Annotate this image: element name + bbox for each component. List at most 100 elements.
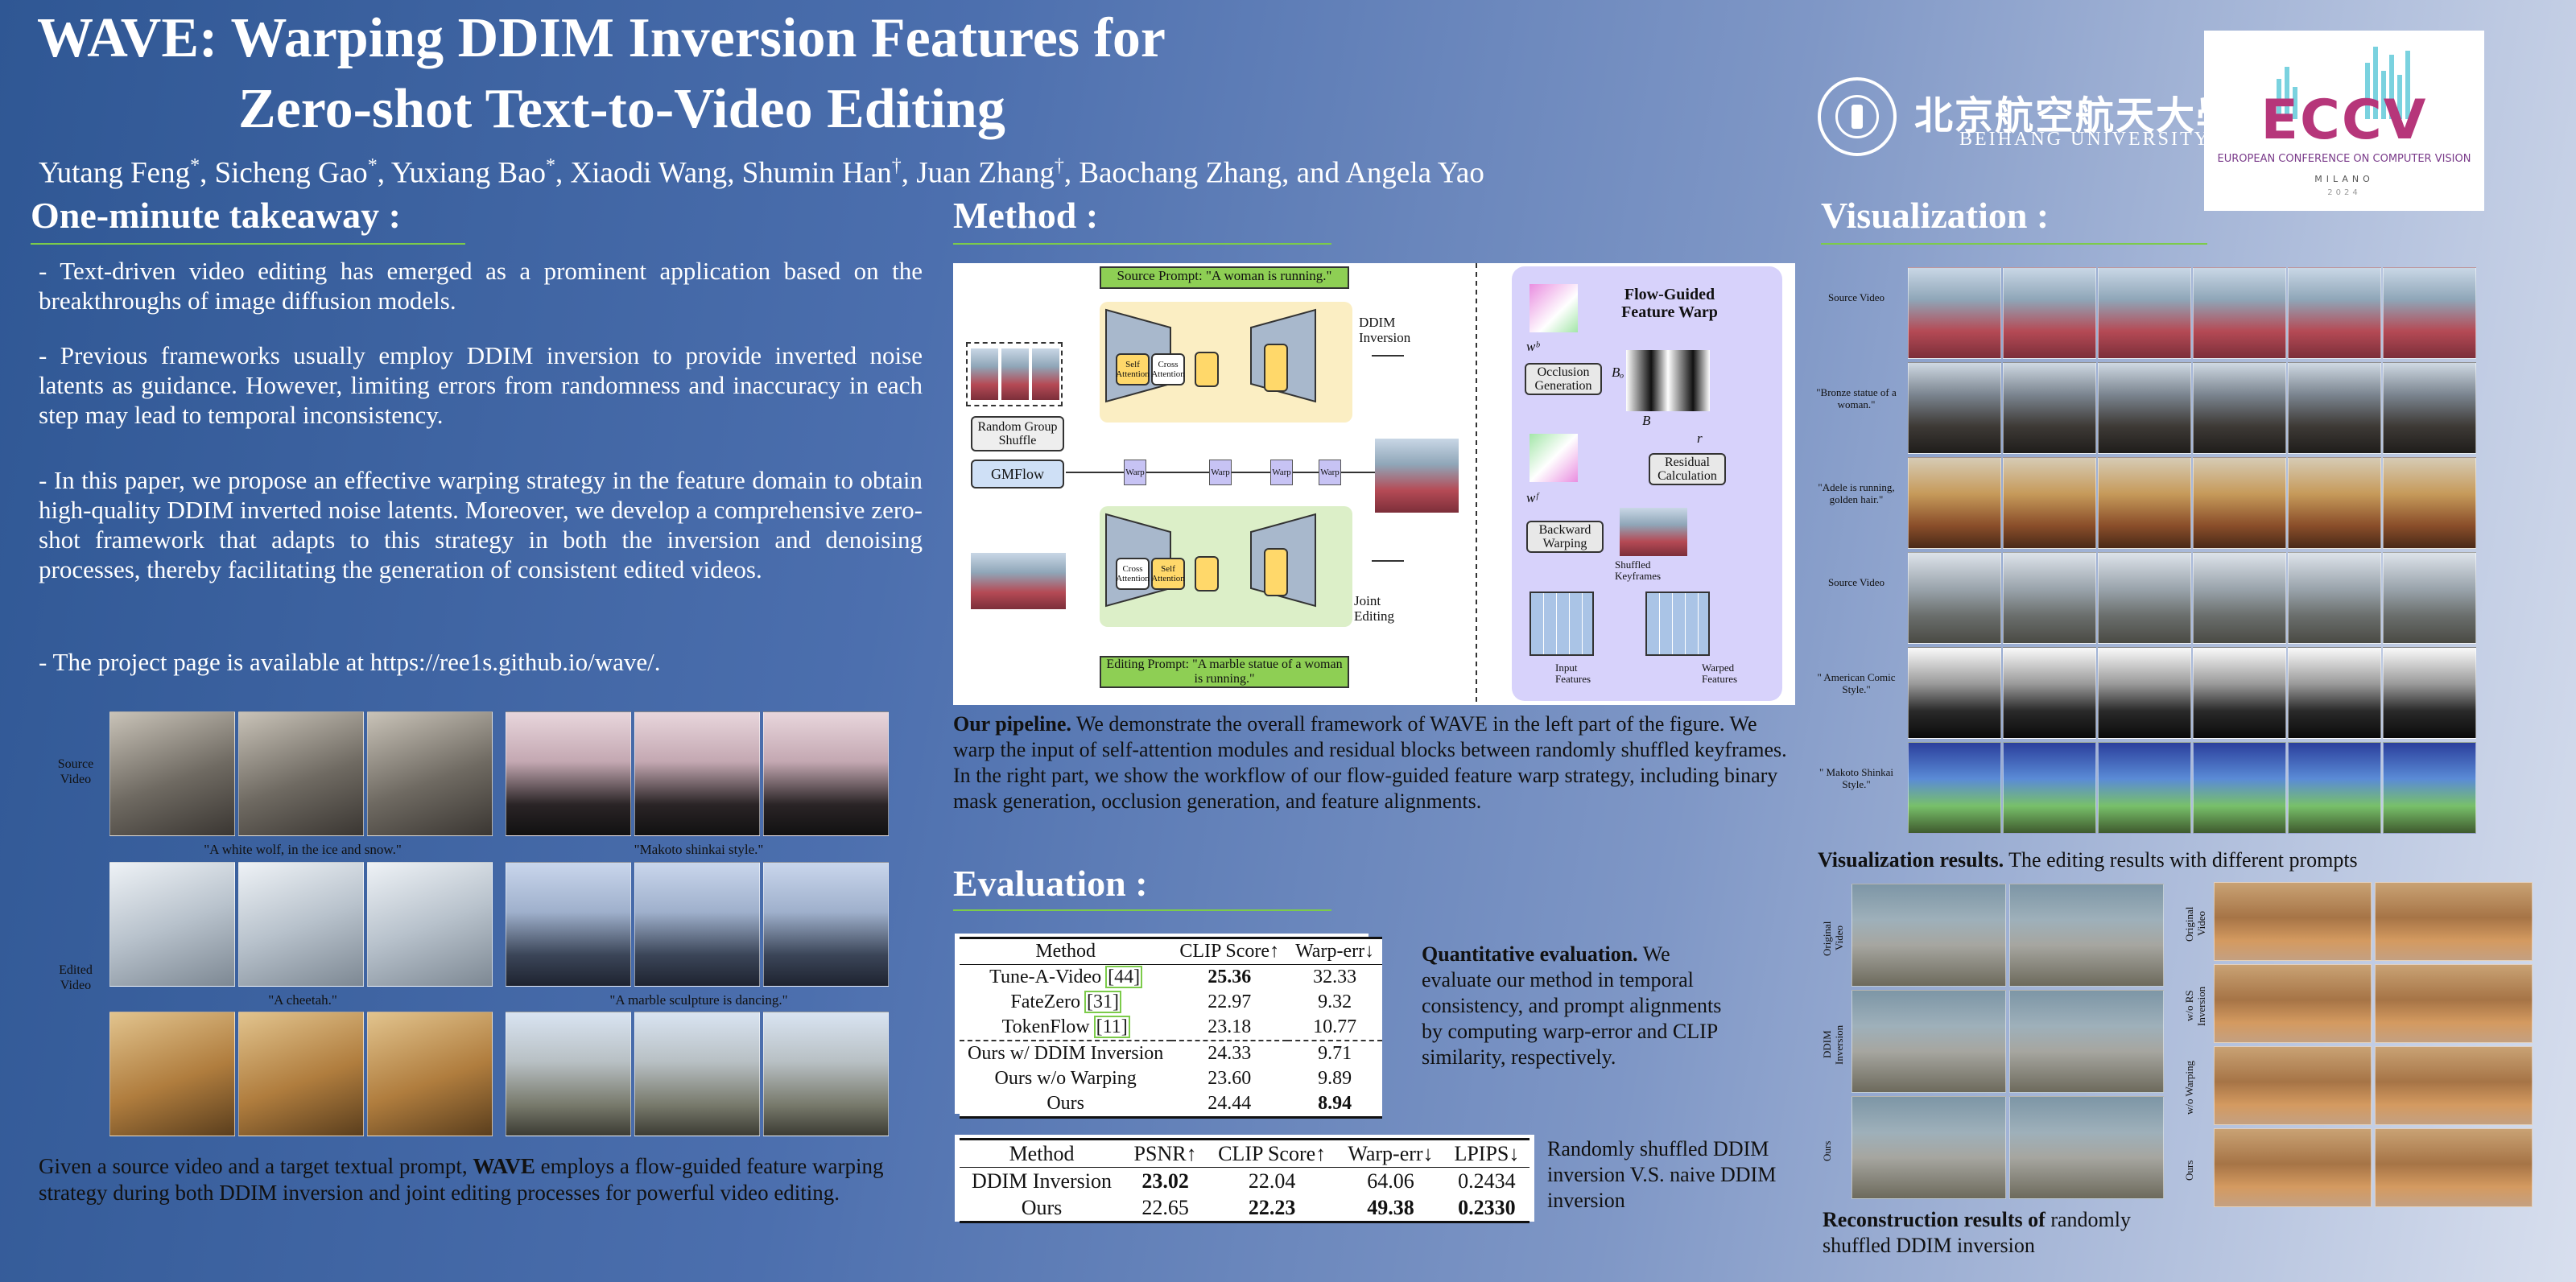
clip-cell: 22.04 [1248, 1169, 1296, 1193]
output-frames [971, 553, 1066, 609]
takeaway-paragraph-3: - In this paper, we propose an effective… [39, 466, 923, 583]
backward-warping-box: Backward Warping [1526, 521, 1604, 553]
teaser-frame [763, 862, 889, 987]
visualization-frame [2098, 552, 2191, 644]
random-group-shuffle-box: Random Group Shuffle [971, 416, 1064, 451]
table-header: LPIPS↓ [1454, 1142, 1520, 1165]
teaser-prompt-marble: "A marble sculpture is dancing." [609, 992, 788, 1008]
citation-link[interactable]: [44] [1105, 966, 1143, 988]
reconstruction-row-label: Ours [1821, 1140, 1833, 1161]
takeaway-rule [31, 243, 465, 245]
method-cell: Ours w/o Warping [994, 1068, 1137, 1089]
editing-prompt-box: Editing Prompt: "A marble statue of a wo… [1100, 656, 1349, 688]
visualization-frame [2003, 742, 2096, 834]
evaluation-rule [953, 909, 1331, 911]
author-list: Yutang Feng*, Sicheng Gao*, Yuxiang Bao*… [39, 155, 1484, 190]
method-cell: Tune-A-Video [44] [989, 966, 1143, 988]
reconstruction-frame [2214, 1046, 2372, 1125]
visualization-frame [2003, 267, 2096, 359]
visualization-frame [2098, 267, 2191, 359]
binary-masks [1626, 350, 1710, 411]
author-mark: † [891, 155, 902, 176]
eccv-year: 2024 [2327, 188, 2361, 197]
warp-cell: 64.06 [1367, 1169, 1414, 1193]
teaser-prompt-shinkai: "Makoto shinkai style." [634, 842, 764, 857]
visualization-frame [2193, 742, 2286, 834]
visualization-frame [2288, 362, 2381, 454]
reconstruction-row-label: Original Video [2183, 906, 2207, 942]
teaser-label-edited: Edited Video [59, 963, 93, 992]
title-line-1: WAVE: Warping DDIM Inversion Features fo… [37, 7, 1166, 69]
visualization-heading: Visualization : [1821, 195, 2050, 236]
method-heading: Method : [953, 195, 1099, 236]
author-name: Baochang Zhang [1079, 156, 1282, 190]
reconstruction-frame [1852, 990, 2006, 1093]
evaluation-heading: Evaluation : [953, 863, 1148, 904]
visualization-row-label: " Makoto Shinkai Style." [1819, 766, 1893, 790]
visualization-frame [2383, 647, 2476, 739]
visualization-frame [2288, 267, 2381, 359]
reconstruction-frame [2009, 884, 2164, 987]
table-header: Warp-err↓ [1348, 1142, 1434, 1165]
resblock-2 [1264, 344, 1288, 392]
warped-features-grid [1645, 592, 1710, 656]
ddim-inversion-label: DDIM Inversion [1359, 315, 1411, 345]
forward-flow-map [1530, 434, 1578, 482]
beihang-name-cn: 北京航空航天大學 [1914, 93, 2237, 138]
table-header: PSNR↑ [1133, 1142, 1197, 1165]
teaser-frame [109, 711, 235, 836]
self-attention-box: Self Attention [1116, 353, 1150, 385]
author-name: Shumin Han [741, 156, 892, 190]
author-name: Xiaodi Wang [570, 156, 728, 190]
visualization-frame [2288, 742, 2381, 834]
clip-score-cell: 24.44 [1208, 1093, 1252, 1114]
reconstruction-frame [2375, 1046, 2533, 1125]
beihang-name-en: BEIHANG UNIVERSITY [1959, 129, 2211, 150]
teaser-frame [367, 711, 493, 836]
clip-score-cell: 24.33 [1171, 1040, 1288, 1066]
author-name: Sicheng Gao [214, 156, 368, 190]
method-cell: TokenFlow [11] [1001, 1016, 1130, 1038]
visualization-frame [2098, 362, 2191, 454]
warp-block-4: Warp [1319, 460, 1341, 485]
reconstruction-row-label: Original Video [1821, 921, 1845, 956]
citation-link[interactable]: [31] [1084, 991, 1121, 1013]
visualization-frame [2383, 267, 2476, 359]
visualization-frame [2288, 552, 2381, 644]
reconstruction-frame [2009, 990, 2164, 1093]
wb-label: wᵇ [1526, 339, 1539, 354]
table-header: Method [1009, 1142, 1075, 1165]
warp-err-cell: 9.32 [1318, 991, 1352, 1012]
citation-link[interactable]: [11] [1093, 1016, 1130, 1038]
visualization-frame [2193, 647, 2286, 739]
takeaway-paragraph-2: - Previous frameworks usually employ DDI… [39, 341, 923, 429]
teaser-frame [634, 1012, 760, 1136]
latent-frames [1375, 439, 1459, 513]
teaser-frame [238, 1012, 364, 1136]
reconstruction-caption: Reconstruction results of randomly shuff… [1823, 1208, 2131, 1257]
visualization-frame [2098, 647, 2191, 739]
reconstruction-frame [1852, 1096, 2006, 1199]
visualization-frame [2098, 742, 2191, 834]
teaser-label-source: Source Video [57, 757, 94, 786]
visualization-row-label: "Adele is running, golden hair." [1818, 481, 1895, 505]
clip-score-cell: 22.97 [1208, 991, 1252, 1012]
clip-score-cell: 23.18 [1208, 1016, 1252, 1037]
eccv-wordmark: ECCV [2260, 89, 2428, 152]
self-attention-box-2: Self Attention [1151, 558, 1185, 590]
visualization-frame [2383, 362, 2476, 454]
table-header: CLIP Score↑ [1179, 941, 1280, 962]
cross-attention-box: Cross Attention [1151, 353, 1185, 385]
warp-err-cell: 8.94 [1318, 1093, 1352, 1114]
shuffled-keyframes-label: Shuffled Keyframes [1615, 559, 1662, 582]
method-rule [953, 243, 1331, 245]
reconstruction-frame [2009, 1096, 2164, 1199]
author-mark: * [546, 155, 556, 176]
reconstruction-frame [2214, 1128, 2372, 1207]
teaser-frame [634, 711, 760, 836]
author-name: and Angela Yao [1296, 156, 1484, 190]
